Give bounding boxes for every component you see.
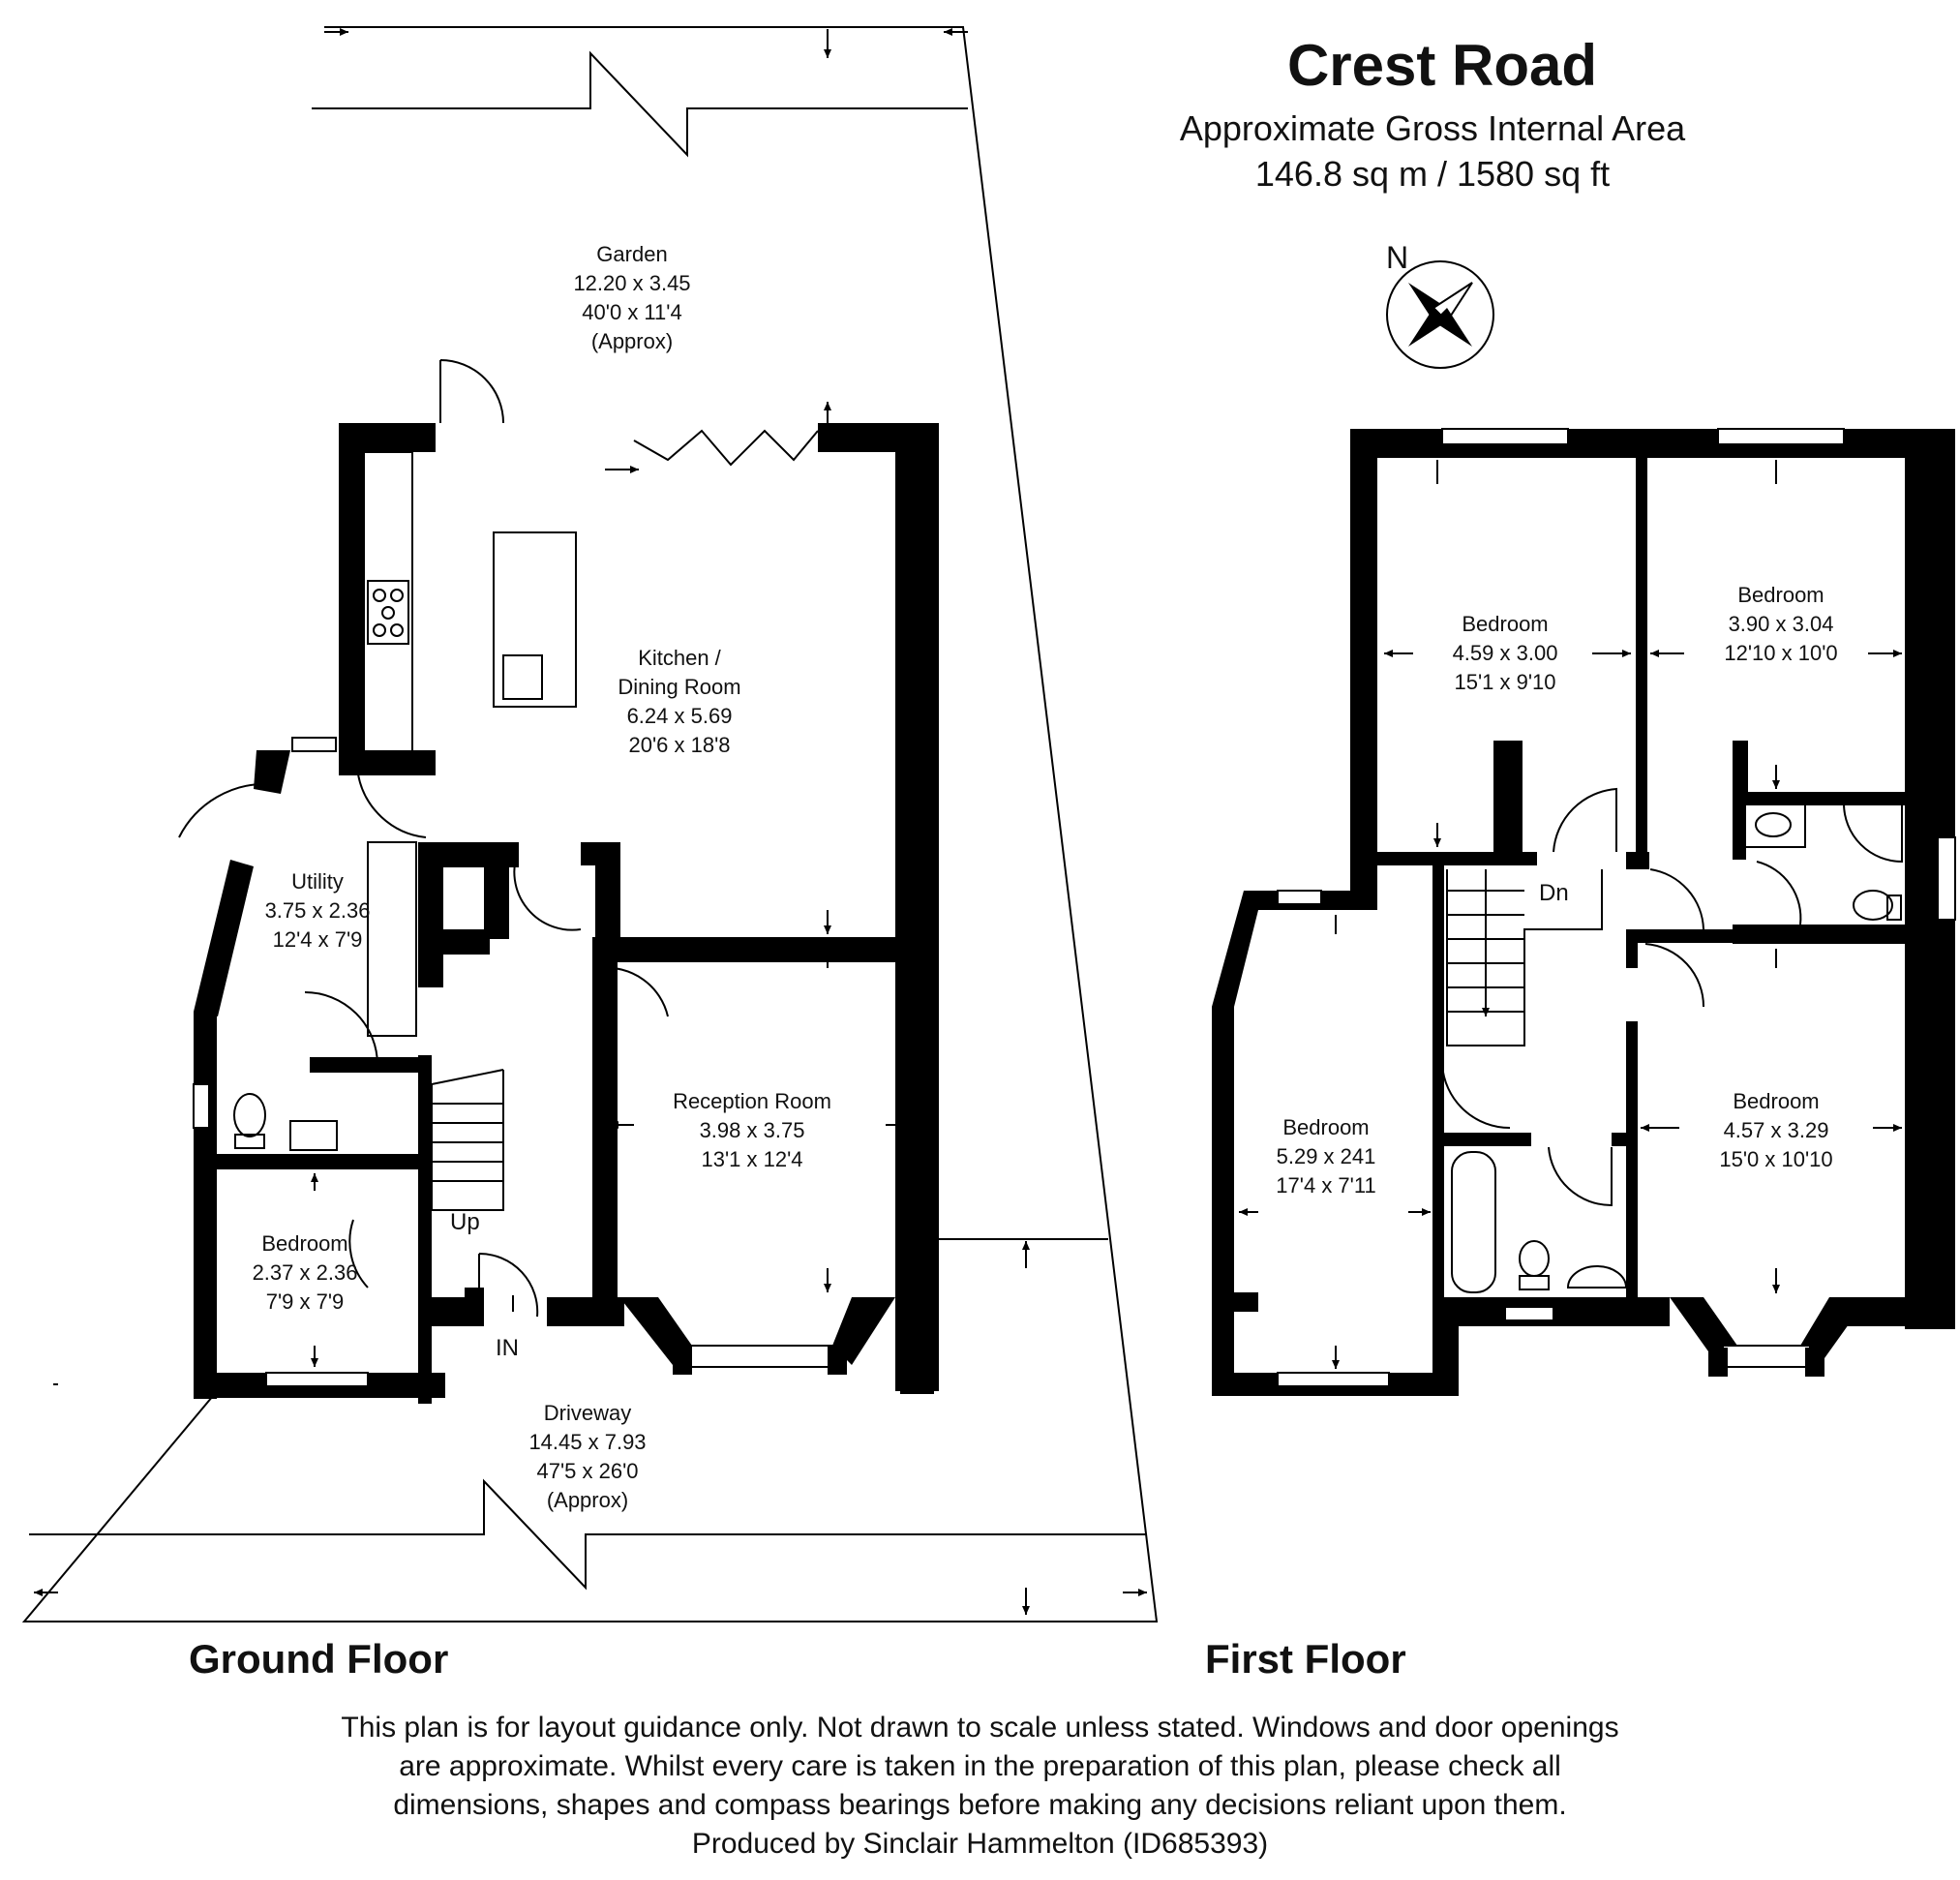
- disclaimer-line: This plan is for layout guidance only. N…: [341, 1712, 1619, 1744]
- svg-text:14.45 x 7.93: 14.45 x 7.93: [528, 1430, 646, 1454]
- svg-text:47'5 x 26'0: 47'5 x 26'0: [536, 1459, 638, 1483]
- kitchen-dining-label: Kitchen / Dining Room 6.24 x 5.69 20'6 x…: [618, 646, 740, 757]
- svg-text:3.90 x 3.04: 3.90 x 3.04: [1729, 612, 1834, 636]
- compass-north-label: N: [1386, 240, 1408, 275]
- page-title: Crest Road: [1287, 33, 1597, 98]
- svg-text:40'0 x 11'4: 40'0 x 11'4: [582, 300, 681, 324]
- first-bedroom-d-label: Bedroom 4.57 x 3.29 15'0 x 10'10: [1719, 1089, 1832, 1171]
- disclaimer-line: dimensions, shapes and compass bearings …: [393, 1789, 1567, 1821]
- garden-label: Garden 12.20 x 3.45 40'0 x 11'4 (Approx): [573, 242, 690, 353]
- area-value: 146.8 sq m / 1580 sq ft: [1255, 154, 1610, 194]
- svg-text:7'9 x 7'9: 7'9 x 7'9: [266, 1289, 345, 1314]
- area-subtitle: Approximate Gross Internal Area: [1180, 108, 1686, 148]
- svg-text:5.29 x 241: 5.29 x 241: [1277, 1144, 1376, 1168]
- stairs-down-label: Dn: [1539, 880, 1569, 906]
- first-bedroom-c-label: Bedroom 5.29 x 241 17'4 x 7'11: [1276, 1115, 1375, 1198]
- svg-text:4.57 x 3.29: 4.57 x 3.29: [1724, 1118, 1829, 1142]
- svg-text:15'1 x 9'10: 15'1 x 9'10: [1454, 670, 1555, 694]
- svg-text:3.75 x 2.36: 3.75 x 2.36: [265, 898, 371, 923]
- svg-text:Driveway: Driveway: [544, 1401, 631, 1425]
- svg-text:Dining Room: Dining Room: [618, 675, 740, 699]
- driveway-label: Driveway 14.45 x 7.93 47'5 x 26'0 (Appro…: [528, 1401, 646, 1512]
- first-bedroom-b-label: Bedroom 3.90 x 3.04 12'10 x 10'0: [1724, 583, 1837, 665]
- svg-text:Utility: Utility: [291, 869, 344, 894]
- svg-text:4.59 x 3.00: 4.59 x 3.00: [1453, 641, 1558, 665]
- svg-text:6.24 x 5.69: 6.24 x 5.69: [627, 704, 733, 728]
- disclaimer-line: are approximate. Whilst every care is ta…: [399, 1750, 1561, 1782]
- svg-text:(Approx): (Approx): [547, 1488, 628, 1512]
- svg-text:(Approx): (Approx): [591, 329, 673, 353]
- svg-text:Garden: Garden: [596, 242, 667, 266]
- svg-text:20'6 x 18'8: 20'6 x 18'8: [628, 733, 730, 757]
- svg-text:3.98 x 3.75: 3.98 x 3.75: [700, 1118, 805, 1142]
- first-bedroom-a-label: Bedroom 4.59 x 3.00 15'1 x 9'10: [1453, 612, 1558, 694]
- utility-label: Utility 3.75 x 2.36 12'4 x 7'9: [265, 869, 371, 952]
- first-floor-title: First Floor: [1205, 1636, 1406, 1682]
- entrance-label: IN: [496, 1335, 519, 1361]
- ground-floor-title: Ground Floor: [189, 1636, 448, 1682]
- ground-bedroom-label: Bedroom 2.37 x 2.36 7'9 x 7'9: [253, 1231, 358, 1314]
- svg-text:12.20 x 3.45: 12.20 x 3.45: [573, 271, 690, 295]
- svg-text:Reception Room: Reception Room: [673, 1089, 831, 1113]
- svg-text:Bedroom: Bedroom: [261, 1231, 347, 1256]
- svg-text:12'4 x 7'9: 12'4 x 7'9: [273, 927, 363, 952]
- svg-text:17'4 x 7'11: 17'4 x 7'11: [1276, 1173, 1375, 1198]
- svg-text:Bedroom: Bedroom: [1282, 1115, 1369, 1139]
- disclaimer: This plan is for layout guidance only. N…: [194, 1709, 1766, 1864]
- plot-boundary: [21, 26, 1159, 1622]
- svg-text:Bedroom: Bedroom: [1733, 1089, 1819, 1113]
- svg-text:Bedroom: Bedroom: [1462, 612, 1548, 636]
- reception-room-label: Reception Room 3.98 x 3.75 13'1 x 12'4: [673, 1089, 831, 1171]
- svg-text:Kitchen /: Kitchen /: [638, 646, 721, 670]
- svg-text:Bedroom: Bedroom: [1737, 583, 1824, 607]
- compass-icon: N: [1386, 240, 1494, 369]
- svg-text:13'1 x 12'4: 13'1 x 12'4: [701, 1147, 802, 1171]
- svg-text:2.37 x 2.36: 2.37 x 2.36: [253, 1260, 358, 1285]
- producer-credit: Produced by Sinclair Hammelton (ID685393…: [691, 1828, 1269, 1860]
- ground-floor-plan: [21, 26, 1159, 1622]
- first-floor-plan: [1212, 428, 1956, 1396]
- svg-text:15'0 x 10'10: 15'0 x 10'10: [1719, 1147, 1832, 1171]
- svg-text:12'10 x 10'0: 12'10 x 10'0: [1724, 641, 1837, 665]
- stairs-up-label: Up: [450, 1209, 480, 1235]
